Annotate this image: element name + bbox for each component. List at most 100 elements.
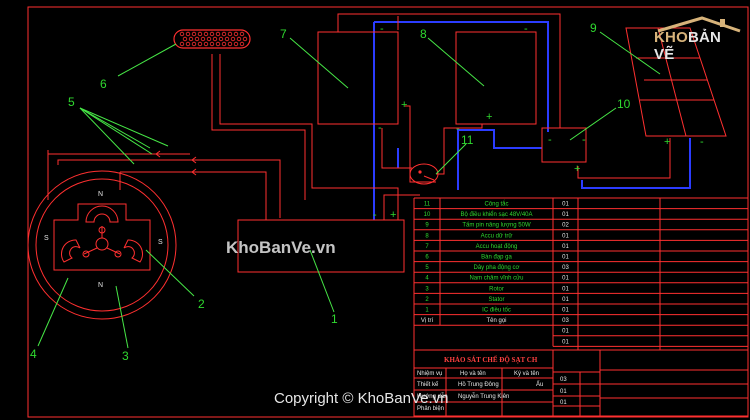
bldc-motor — [27, 170, 177, 320]
part-label-9: 9 — [590, 21, 597, 35]
title-block-title: KHẢO SÁT CHẾ ĐỘ SẠT CH — [444, 356, 538, 364]
sig-right-qty-1: 03 — [560, 377, 567, 383]
parts-row-no: 3 — [425, 286, 429, 292]
parts-row-name: Tấm pin năng lượng 50W — [462, 223, 531, 229]
controller-plus: + — [574, 163, 580, 175]
battery7-minus: - — [378, 122, 382, 134]
sig-name-design: Hồ Trung Đông — [458, 382, 499, 388]
parts-row-qty: 01 — [562, 308, 569, 314]
pole-label-south-right: S — [158, 239, 163, 246]
parts-extra-qty: 01 — [562, 329, 569, 335]
sig-right-qty-2: 01 — [560, 389, 567, 395]
khobanve-logo[interactable]: KHOBẢN VẼ — [648, 15, 743, 63]
red-wiring — [47, 13, 671, 220]
parts-row-no: 6 — [425, 255, 429, 261]
sig-role-advisor: Hướng dẫn — [417, 393, 448, 400]
parts-row-no: 5 — [425, 265, 429, 271]
parts-row-no: Vị trí — [421, 318, 434, 324]
ic-plus: + — [390, 209, 396, 221]
parts-row-name: IC điều tốc — [482, 308, 511, 314]
parts-row-name: Stator — [488, 297, 504, 303]
parts-row-no: 10 — [424, 212, 431, 218]
battery8-minus-top: - — [524, 23, 528, 35]
controller-minus: - — [548, 134, 552, 146]
parts-row-no: 9 — [425, 223, 429, 229]
parts-row-name: Bộ điều khiển sạc 48V/40A — [460, 211, 532, 218]
sig-role-design: Thiết kế — [417, 382, 439, 388]
parts-row-qty: 03 — [562, 318, 569, 324]
panel-minus: - — [700, 136, 704, 148]
parts-row-name: Công tắc — [484, 201, 508, 208]
part-label-10: 10 — [617, 97, 631, 111]
sig-header-name: Họ và tên — [460, 371, 486, 377]
ic-minus: - — [373, 209, 377, 221]
parts-row-no: 8 — [425, 233, 429, 239]
parts-row-qty: 01 — [562, 297, 569, 303]
sig-right-qty-3: 01 — [560, 400, 567, 406]
parts-row-name: Accu dữ trữ — [481, 233, 513, 239]
part-label-2: 2 — [198, 297, 205, 311]
blue-wiring — [373, 21, 691, 220]
throttle-pedal — [173, 29, 251, 49]
watermark-text: KhoBanVe.vn — [226, 238, 336, 257]
switch-symbol — [409, 163, 439, 185]
battery8-minus: - — [456, 123, 460, 135]
parts-row-no: 1 — [425, 308, 429, 314]
part-label-11: 11 — [461, 133, 474, 147]
parts-row-name: Dây pha động cơ — [474, 265, 520, 271]
parts-row-qty: 01 — [562, 202, 569, 208]
parts-row-no: 4 — [425, 276, 429, 282]
battery7-minus-top: - — [380, 23, 384, 35]
sig-header-role: Nhiệm vụ — [417, 371, 442, 377]
operating-battery-box — [317, 31, 399, 125]
parts-row-qty: 01 — [562, 276, 569, 282]
title-block — [413, 349, 749, 417]
house-roof-icon — [657, 16, 741, 33]
part-label-5: 5 — [68, 95, 75, 109]
leader-lines — [37, 31, 661, 349]
pole-label-south-left: S — [44, 235, 49, 242]
controller-minus-right: - — [582, 134, 586, 146]
parts-row-qty: 01 — [562, 255, 569, 261]
speed-controller-ic-box — [237, 219, 405, 273]
parts-row-no: 11 — [424, 202, 431, 208]
part-label-1: 1 — [331, 312, 338, 326]
parts-row-qty: 01 — [562, 233, 569, 239]
parts-row-name: Bàn đạp ga — [481, 255, 512, 261]
logo-wordmark: KHOBẢN VẼ — [654, 29, 722, 63]
sig-sign-design: Ấu — [536, 381, 543, 388]
part-label-8: 8 — [420, 27, 427, 41]
panel-plus: + — [664, 136, 670, 148]
storage-battery-box — [455, 31, 537, 125]
pole-label-north-bottom: N — [98, 282, 103, 289]
part-label-3: 3 — [122, 349, 129, 363]
sig-header-sign: Ký và tên — [514, 371, 539, 377]
parts-list-table: 11 Công tắc 01 10 Bộ điều khiển sạc 48V/40A 0… — [413, 197, 749, 350]
battery8-plus: + — [486, 111, 492, 123]
phase-arrows — [155, 150, 197, 176]
parts-row-qty: 03 — [562, 265, 569, 271]
parts-row-name: Nam châm vĩnh cửu — [469, 275, 523, 282]
parts-row-no: 7 — [425, 244, 429, 250]
battery7-plus: + — [401, 99, 407, 111]
part-label-7: 7 — [280, 27, 287, 41]
parts-row-qty: 01 — [562, 286, 569, 292]
charge-controller-box — [541, 127, 587, 163]
sig-role-reviewer: Phản biện — [417, 406, 444, 412]
parts-row-name: Rotor — [489, 286, 504, 292]
part-label-4: 4 — [30, 347, 37, 361]
sig-name-advisor: Nguyễn Trung Kiên — [458, 393, 509, 400]
parts-row-name: Accu hoạt động — [476, 244, 518, 250]
parts-row-qty: 01 — [562, 244, 569, 250]
copyright-text: Copyright © KhoBanVe.vn — [274, 390, 449, 407]
parts-row-no: 2 — [425, 297, 429, 303]
parts-extra-qty: 01 — [562, 339, 569, 345]
pole-label-north-top: N — [98, 191, 103, 198]
parts-row-name: Tên gọi — [486, 318, 506, 324]
drawing-frame — [27, 6, 749, 418]
parts-row-qty: 02 — [562, 223, 569, 229]
parts-row-qty: 01 — [562, 212, 569, 218]
part-label-6: 6 — [100, 77, 107, 91]
